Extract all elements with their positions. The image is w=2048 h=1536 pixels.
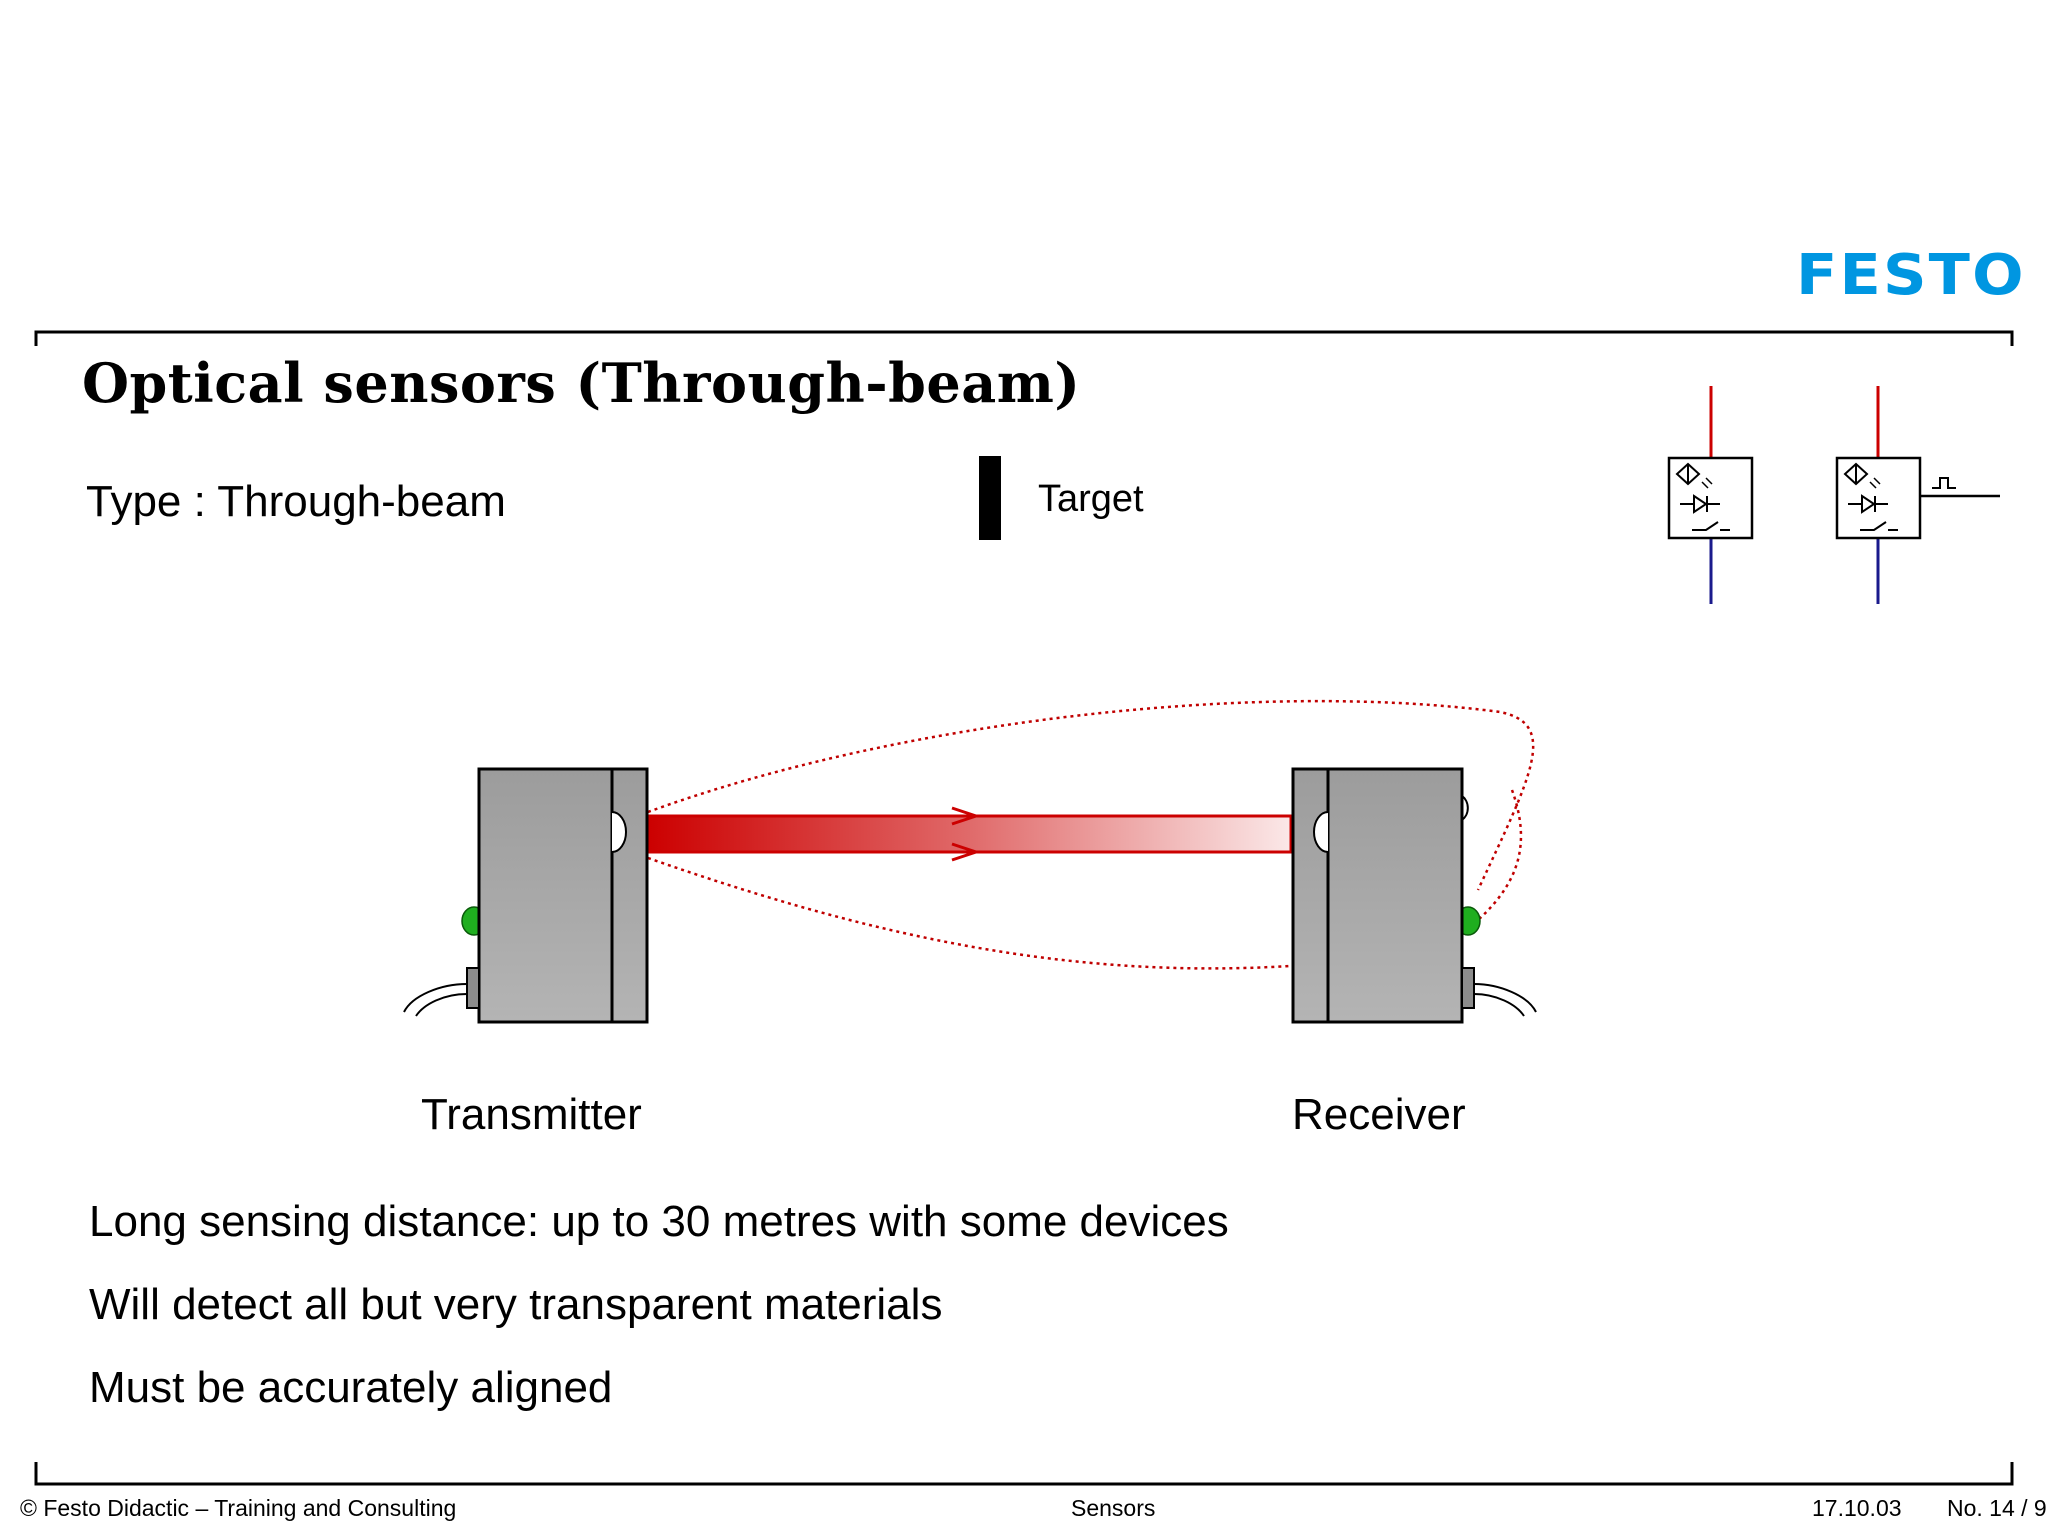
receiver-symbol [1835, 386, 2000, 604]
beam-envelope-return [1477, 789, 1523, 921]
transmitter-device [403, 767, 649, 1024]
footer-topic: Sensors [1071, 1495, 1156, 1521]
transmitter-symbol [1667, 386, 1754, 604]
beam-arrow-lower [951, 842, 981, 862]
transmitter-label: Transmitter [421, 1090, 642, 1139]
bullet-line: Must be accurately aligned [89, 1363, 613, 1412]
footer-page-number: No. 14 / 9 [1947, 1495, 2047, 1521]
beam-arrow-upper [951, 806, 981, 826]
beam-envelope [647, 699, 1535, 891]
receiver-lens [1313, 811, 1329, 853]
pulse-symbol [1932, 477, 1956, 489]
page-title: Optical sensors (Through-beam) [82, 351, 1081, 415]
target-bar [979, 456, 1001, 540]
footer-copyright: © Festo Didactic – Training and Consulti… [20, 1495, 457, 1521]
light-beam [645, 806, 1293, 862]
receiver-cable [1473, 983, 1537, 1017]
top-frame-line [34, 330, 2014, 346]
beam-envelope-lower [647, 856, 1291, 970]
bullet-line: Long sensing distance: up to 30 metres w… [89, 1197, 1229, 1246]
receiver-device [1291, 767, 1537, 1024]
footer-date: 17.10.03 [1812, 1495, 1902, 1521]
target-label: Target [1038, 478, 1144, 520]
bullet-line: Will detect all but very transparent mat… [89, 1280, 943, 1329]
receiver-label: Receiver [1292, 1090, 1466, 1139]
transmitter-lens [611, 811, 627, 853]
type-label: Type : Through-beam [86, 477, 506, 526]
transmitter-cable [403, 983, 468, 1017]
bottom-frame-line [34, 1462, 2014, 1486]
festo-logo: FESTO [1796, 243, 2026, 308]
